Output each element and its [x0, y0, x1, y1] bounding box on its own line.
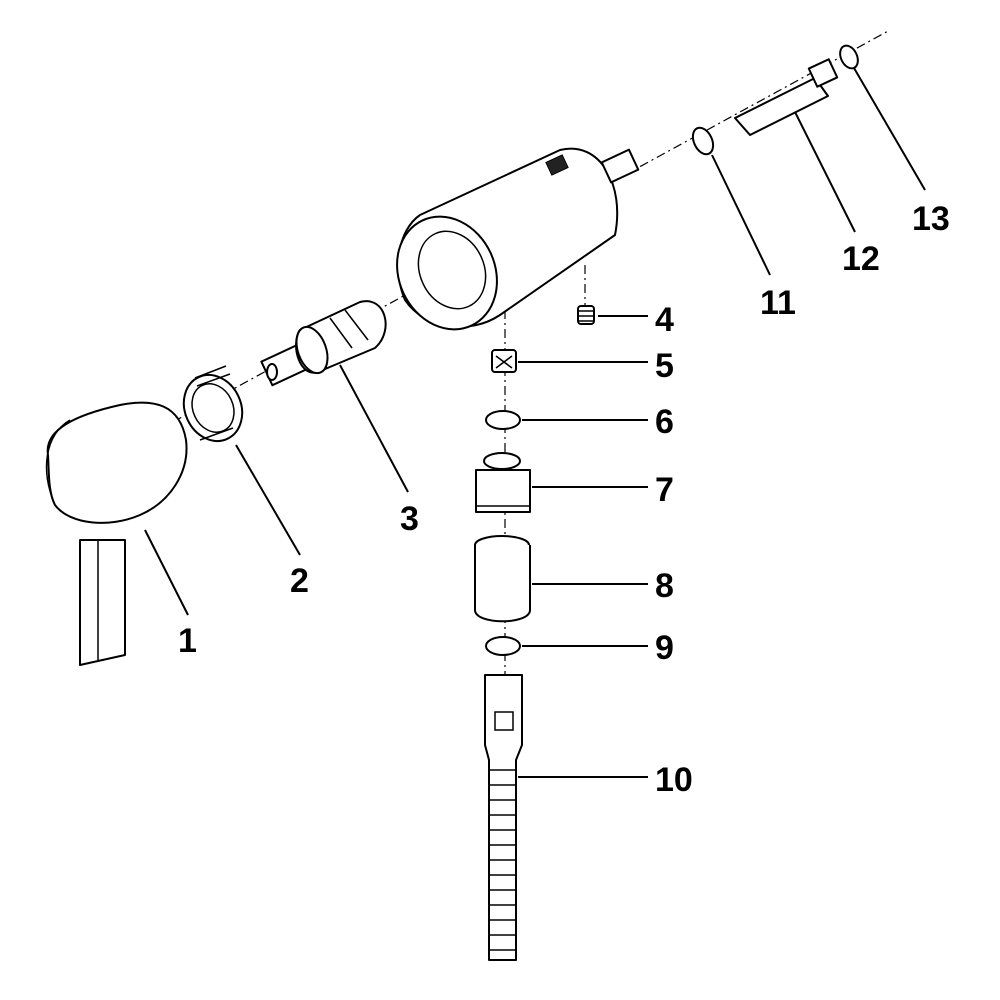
callout-7: 7 — [655, 471, 674, 509]
callout-2: 2 — [290, 562, 309, 600]
body-logo-mark — [545, 154, 569, 176]
part-8-sleeve — [474, 535, 531, 623]
part-2-threaded-ring — [182, 365, 244, 443]
callout-10: 10 — [655, 761, 693, 799]
part-10-hose — [484, 674, 523, 961]
leader-1 — [144, 529, 189, 616]
callout-5: 5 — [655, 347, 674, 385]
part-1-lever-handle — [45, 401, 188, 666]
leader-13 — [853, 67, 926, 191]
part-13-end-ring — [839, 44, 859, 70]
callout-12: 12 — [842, 240, 880, 278]
callout-6: 6 — [655, 403, 674, 441]
callout-1: 1 — [178, 622, 197, 660]
valve-body — [396, 147, 640, 331]
callout-3: 3 — [400, 500, 419, 538]
callout-11: 11 — [760, 284, 796, 322]
callout-9: 9 — [655, 629, 674, 667]
part-5-check-valve — [491, 349, 517, 373]
part-4-set-screw — [577, 305, 595, 325]
leader-lines — [144, 67, 926, 778]
leader-11 — [711, 154, 771, 276]
part-7-adapter — [475, 452, 531, 513]
leader-2 — [235, 444, 301, 556]
callout-8: 8 — [655, 567, 674, 605]
part-9-washer — [485, 636, 521, 656]
part-6-o-ring — [485, 410, 521, 430]
part-3-cartridge — [260, 300, 387, 387]
part-12-pipe — [734, 58, 839, 136]
part-11-ring — [691, 126, 715, 156]
callout-labels: 1 2 3 4 5 6 7 8 9 10 11 12 13 — [178, 200, 950, 799]
callout-13: 13 — [912, 200, 950, 238]
leader-3 — [339, 364, 409, 493]
callout-4: 4 — [655, 301, 674, 339]
leader-12 — [794, 111, 856, 233]
